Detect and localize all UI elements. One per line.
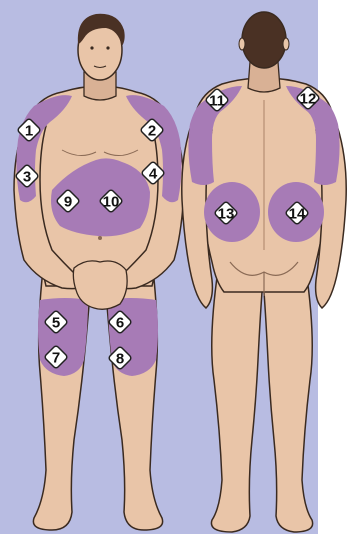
front-eye-left <box>90 46 93 49</box>
site-marker-label: 1 <box>25 123 33 140</box>
back-ear-right <box>283 38 289 50</box>
front-navel <box>98 236 102 240</box>
back-head <box>242 12 286 68</box>
front-zone-thigh-left <box>38 298 88 376</box>
site-marker-label: 12 <box>300 91 317 108</box>
site-marker-label: 9 <box>64 194 72 211</box>
site-marker-label: 13 <box>218 206 235 223</box>
site-marker-label: 14 <box>289 206 306 223</box>
site-marker-label: 3 <box>23 169 31 186</box>
site-marker-label: 11 <box>209 93 225 110</box>
site-marker-label: 8 <box>116 351 124 368</box>
front-eye-right <box>106 46 109 49</box>
site-marker-label: 2 <box>148 123 156 140</box>
site-marker-label: 5 <box>52 315 60 332</box>
site-marker-label: 4 <box>149 166 158 183</box>
site-marker-label: 7 <box>52 350 60 367</box>
site-marker-label: 6 <box>116 315 124 332</box>
back-ear-left <box>239 38 245 50</box>
site-marker-label: 10 <box>103 194 120 211</box>
